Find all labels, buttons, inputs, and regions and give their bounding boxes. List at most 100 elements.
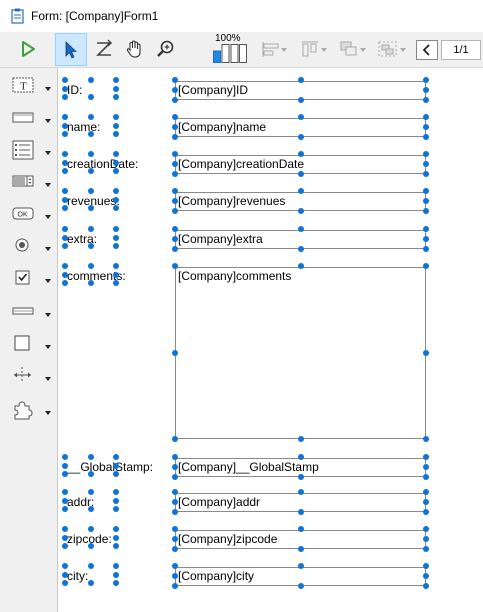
field-addr-resize-handle[interactable] [423,489,429,495]
field-name-resize-handle[interactable] [423,114,429,120]
field-city-resize-handle[interactable] [172,573,178,579]
label-creationdate-resize-handle[interactable] [87,168,94,174]
label-id-resize-handle[interactable] [62,94,68,100]
label-globalstamp-resize-handle[interactable] [62,462,68,469]
field-id-resize-handle[interactable] [172,77,178,83]
field-addr-resize-handle[interactable] [297,509,304,515]
label-city-resize-handle[interactable] [87,580,94,586]
line-tool-button[interactable] [12,302,54,328]
field-id-resize-handle[interactable] [172,97,178,103]
field-city-resize-handle[interactable] [423,583,429,589]
label-addr-resize-handle[interactable] [62,489,68,495]
label-id-resize-handle[interactable] [62,85,68,92]
field-addr-resize-handle[interactable] [172,489,178,495]
label-comments-resize-handle[interactable] [87,263,94,269]
label-revenues-resize-handle[interactable] [62,196,68,203]
label-revenues-resize-handle[interactable] [87,205,94,211]
label-globalstamp[interactable]: __GlobalStamp: [67,460,154,474]
field-id-resize-handle[interactable] [423,97,429,103]
group-button[interactable] [370,34,406,64]
label-creationdate-resize-handle[interactable] [62,159,68,166]
field-extra-resize-handle[interactable] [423,236,429,242]
distribute-button[interactable] [293,34,327,64]
field-zipcode-resize-handle[interactable] [297,546,304,552]
label-comments-resize-handle[interactable] [62,271,68,278]
field-globalstamp[interactable]: [Company]__GlobalStamp [175,458,426,477]
field-globalstamp-resize-handle[interactable] [172,474,178,480]
radio-tool-button[interactable] [12,236,54,262]
field-zipcode-resize-handle[interactable] [172,526,178,532]
label-revenues-resize-handle[interactable] [113,196,119,203]
label-id-resize-handle[interactable] [62,77,68,83]
label-globalstamp-resize-handle[interactable] [113,471,119,477]
field-tool-button[interactable] [12,108,54,134]
label-city-resize-handle[interactable] [87,563,94,569]
label-zipcode-resize-handle[interactable] [87,526,94,532]
label-extra-resize-handle[interactable] [113,234,119,241]
label-name-resize-handle[interactable] [62,131,68,137]
label-addr-resize-handle[interactable] [62,497,68,504]
label-name-resize-handle[interactable] [113,114,119,120]
field-comments-resize-handle[interactable] [423,263,429,269]
label-creationdate-resize-handle[interactable] [113,151,119,157]
label-zipcode-resize-handle[interactable] [62,543,68,549]
align-button[interactable] [253,34,287,64]
text-tool-button[interactable]: T [12,76,54,102]
label-extra-resize-handle[interactable] [87,226,94,232]
field-zipcode-resize-handle[interactable] [172,546,178,552]
field-creationdate-resize-handle[interactable] [297,171,304,177]
list-tool-button[interactable] [12,140,54,166]
label-name-resize-handle[interactable] [113,122,119,129]
field-zipcode-resize-handle[interactable] [423,546,429,552]
label-city[interactable]: city: [67,569,89,583]
label-comments-resize-handle[interactable] [87,280,94,286]
label-extra-resize-handle[interactable] [113,226,119,232]
button-tool-button[interactable]: OK [12,204,54,230]
label-extra-resize-handle[interactable] [113,243,119,249]
label-name[interactable]: name: [67,120,101,134]
field-globalstamp-resize-handle[interactable] [172,454,178,460]
label-globalstamp-resize-handle[interactable] [62,471,68,477]
field-comments[interactable]: [Company]comments [175,267,426,439]
label-comments-resize-handle[interactable] [62,263,68,269]
label-globalstamp-resize-handle[interactable] [87,471,94,477]
label-globalstamp-resize-handle[interactable] [62,454,68,460]
rectangle-tool-button[interactable] [12,334,54,360]
label-revenues[interactable]: revenues: [67,194,120,208]
label-revenues-resize-handle[interactable] [87,188,94,194]
label-city-resize-handle[interactable] [62,580,68,586]
label-name-resize-handle[interactable] [62,114,68,120]
field-name-resize-handle[interactable] [423,134,429,140]
field-addr-resize-handle[interactable] [423,499,429,505]
label-comments-resize-handle[interactable] [113,271,119,278]
field-comments-resize-handle[interactable] [297,263,304,269]
label-name-resize-handle[interactable] [87,114,94,120]
field-revenues-resize-handle[interactable] [297,208,304,214]
label-zipcode-resize-handle[interactable] [113,526,119,532]
field-extra-resize-handle[interactable] [172,236,178,242]
field-extra-resize-handle[interactable] [172,226,178,232]
field-city-resize-handle[interactable] [172,563,178,569]
field-city-resize-handle[interactable] [423,563,429,569]
field-id-resize-handle[interactable] [297,97,304,103]
field-name-resize-handle[interactable] [172,124,178,130]
field-creationdate-resize-handle[interactable] [423,151,429,157]
label-addr-resize-handle[interactable] [87,489,94,495]
label-zipcode-resize-handle[interactable] [62,526,68,532]
field-extra-resize-handle[interactable] [297,226,304,232]
field-id-resize-handle[interactable] [297,77,304,83]
field-creationdate-resize-handle[interactable] [423,171,429,177]
field-revenues-resize-handle[interactable] [172,198,178,204]
field-globalstamp-resize-handle[interactable] [297,474,304,480]
label-zipcode-resize-handle[interactable] [87,543,94,549]
field-name-resize-handle[interactable] [297,134,304,140]
zoom-button[interactable] [150,34,180,64]
field-city-resize-handle[interactable] [297,563,304,569]
stepper-tool-button[interactable] [12,172,54,198]
label-addr-resize-handle[interactable] [113,506,119,512]
label-globalstamp-resize-handle[interactable] [87,454,94,460]
field-name-resize-handle[interactable] [423,124,429,130]
field-name-resize-handle[interactable] [297,114,304,120]
label-extra-resize-handle[interactable] [87,243,94,249]
